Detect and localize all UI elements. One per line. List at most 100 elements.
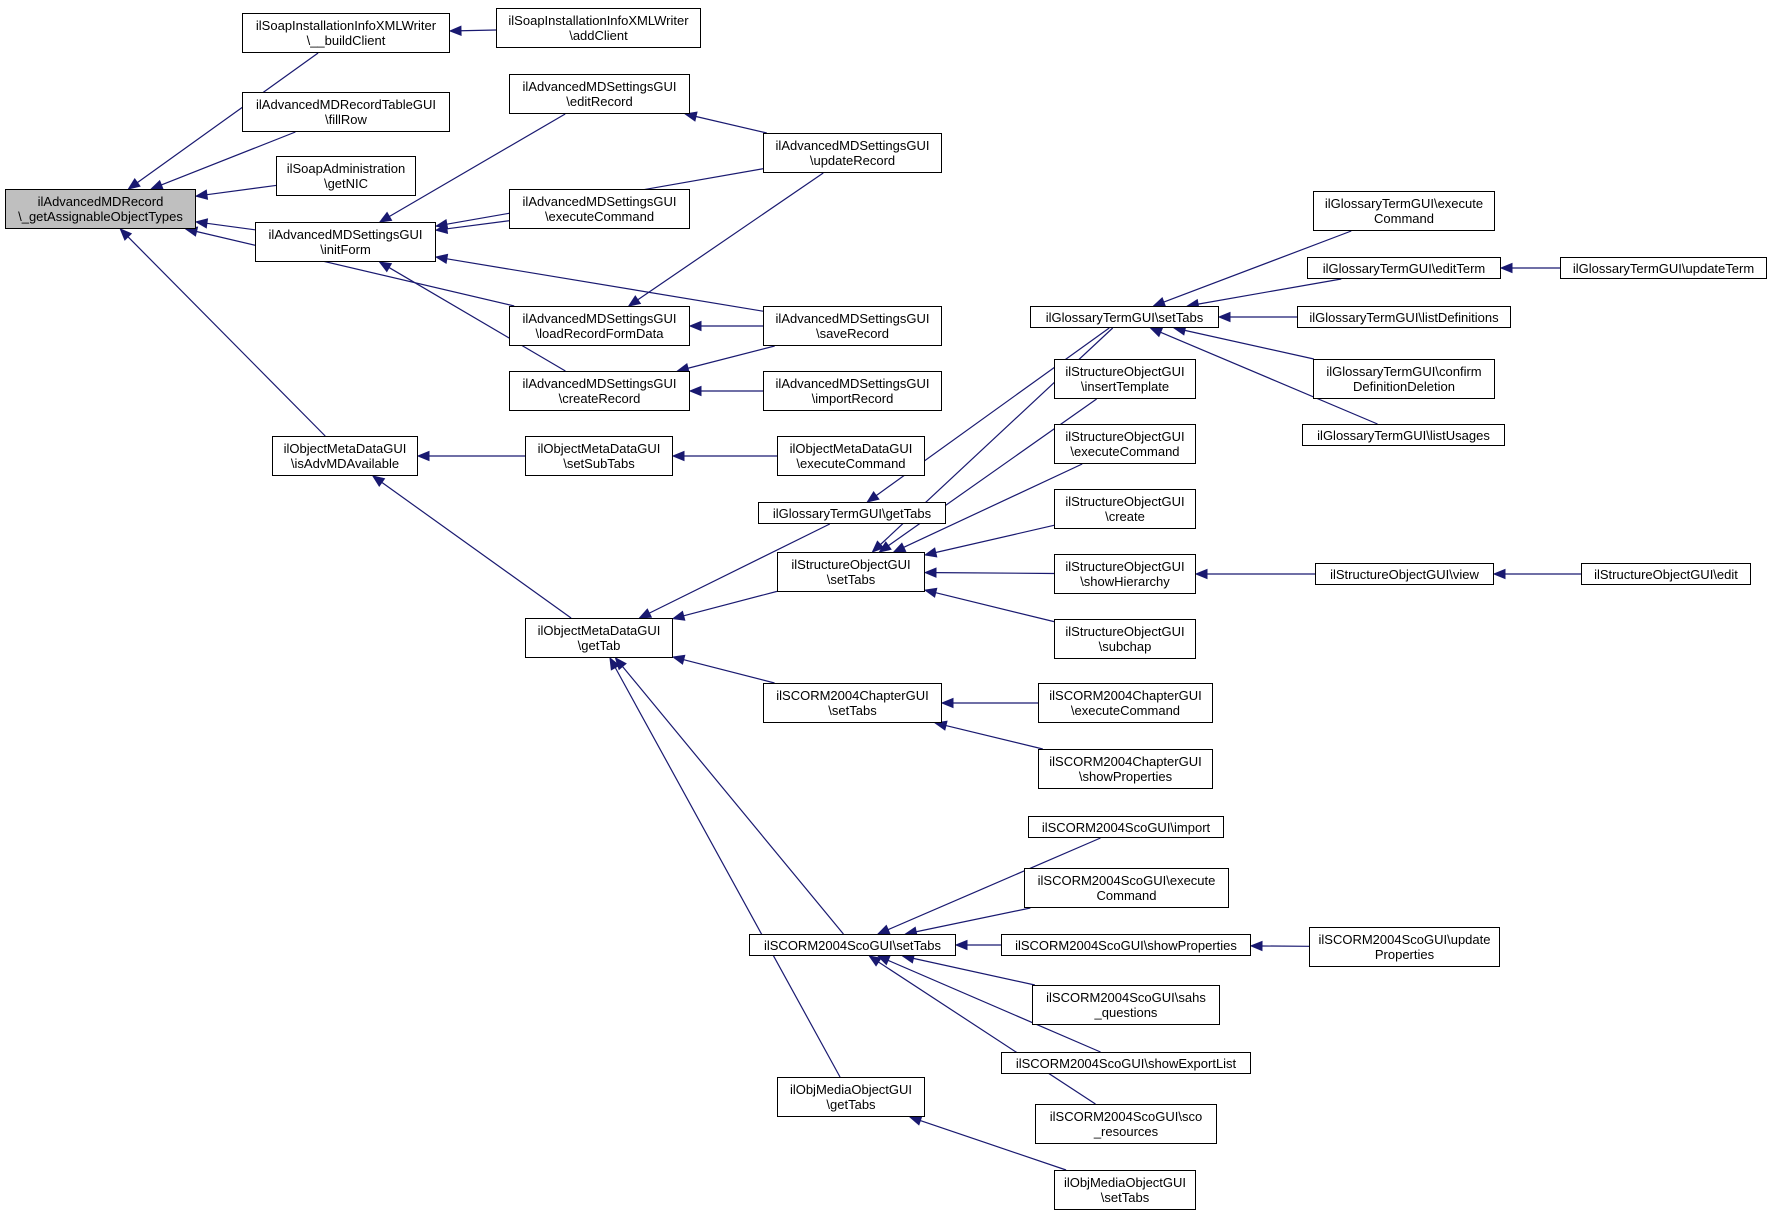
arrowhead-getTab <box>671 610 686 621</box>
node-mdsettings-initform[interactable]: ilAdvancedMDSettingsGUI \initForm <box>255 222 436 262</box>
node-label: ilGlossaryTermGUI\execute Command <box>1324 196 1484 226</box>
edge-scoImp-to-scoSet <box>887 837 1101 931</box>
edge-gtEdit-to-gtSet <box>1197 278 1342 305</box>
node-label: ilObjectMetaDataGUI \executeCommand <box>789 441 913 471</box>
node-glossaryterm-listdefinitions[interactable]: ilGlossaryTermGUI\listDefinitions <box>1297 306 1511 328</box>
node-scormchapter-executecommand[interactable]: ilSCORM2004ChapterGUI \executeCommand <box>1038 683 1213 723</box>
node-label: ilStructureObjectGUI\edit <box>1594 566 1738 582</box>
node-structureobject-inserttemplate[interactable]: ilStructureObjectGUI \insertTemplate <box>1054 359 1196 399</box>
arrowhead-getTab <box>609 656 621 671</box>
node-scormsco-showexportlist[interactable]: ilSCORM2004ScoGUI\showExportList <box>1001 1052 1251 1074</box>
edge-soSub-to-soSet <box>935 592 1055 623</box>
node-objmetadata-executecommand[interactable]: ilObjectMetaDataGUI \executeCommand <box>777 436 925 476</box>
node-label: ilGlossaryTermGUI\setTabs <box>1045 309 1204 325</box>
edge-editRec-to-initForm <box>389 113 566 217</box>
node-scormsco-sahsquestions[interactable]: ilSCORM2004ScoGUI\sahs _questions <box>1032 985 1220 1025</box>
node-label: ilAdvancedMDSettingsGUI \createRecord <box>522 376 677 406</box>
edge-fillRow-to-root <box>161 131 296 186</box>
node-label: ilSoapAdministration \getNIC <box>286 161 406 191</box>
edge-getTab-to-isAdv <box>381 481 572 619</box>
node-structureobject-executecommand[interactable]: ilStructureObjectGUI \executeCommand <box>1054 424 1196 464</box>
node-structureobject-showhierarchy[interactable]: ilStructureObjectGUI \showHierarchy <box>1054 554 1196 594</box>
edge-execCmd-to-initForm <box>446 220 510 230</box>
node-objmetadata-gettab[interactable]: ilObjectMetaDataGUI \getTab <box>525 618 673 658</box>
arrowhead-createRec <box>688 385 702 397</box>
node-label: ilAdvancedMDRecordTableGUI \fillRow <box>256 97 436 127</box>
node-glossaryterm-confirmdefinitiondeletion[interactable]: ilGlossaryTermGUI\confirm DefinitionDele… <box>1313 359 1495 399</box>
edge-getNIC-to-root <box>206 184 277 196</box>
node-label: ilObjMediaObjectGUI \getTabs <box>789 1082 913 1112</box>
arrowhead-getTab <box>638 608 653 619</box>
node-objmetadata-isadvmdavailable[interactable]: ilObjectMetaDataGUI \isAdvMDAvailable <box>272 436 418 476</box>
node-structureobject-subchap[interactable]: ilStructureObjectGUI \subchap <box>1054 619 1196 659</box>
arrowhead-soSet <box>923 567 937 578</box>
node-soap-addclient[interactable]: ilSoapInstallationInfoXMLWriter \addClie… <box>496 8 701 48</box>
node-mdsettings-editrecord[interactable]: ilAdvancedMDSettingsGUI \editRecord <box>509 74 690 114</box>
node-scormchapter-settabs[interactable]: ilSCORM2004ChapterGUI \setTabs <box>763 683 942 723</box>
node-glossaryterm-gettabs[interactable]: ilGlossaryTermGUI\getTabs <box>758 502 946 524</box>
arrowhead-initForm <box>378 211 393 223</box>
arrowhead-root <box>149 179 164 190</box>
edge-sBuild-to-root <box>136 52 319 184</box>
node-soapadmin-getnic[interactable]: ilSoapAdministration \getNIC <box>276 156 416 196</box>
node-label: ilGlossaryTermGUI\listDefinitions <box>1309 309 1499 325</box>
node-scormsco-showproperties[interactable]: ilSCORM2004ScoGUI\showProperties <box>1001 934 1251 956</box>
node-label: ilSCORM2004ScoGUI\setTabs <box>763 937 941 953</box>
node-objmetadata-setsubtabs[interactable]: ilObjectMetaDataGUI \setSubTabs <box>525 436 673 476</box>
node-glossaryterm-executecommand[interactable]: ilGlossaryTermGUI\execute Command <box>1313 191 1495 231</box>
arrowhead-loadRec <box>688 320 702 332</box>
node-mdsettings-executecommand[interactable]: ilAdvancedMDSettingsGUI \executeCommand <box>509 189 690 229</box>
node-soap-buildclient[interactable]: ilSoapInstallationInfoXMLWriter \__build… <box>242 13 450 53</box>
edge-moGet-to-getTab <box>614 667 841 1078</box>
node-scormchapter-showproperties[interactable]: ilSCORM2004ChapterGUI \showProperties <box>1038 749 1213 789</box>
arrowhead-gtSet <box>1217 311 1231 323</box>
node-scormsco-executecommand[interactable]: ilSCORM2004ScoGUI\execute Command <box>1024 868 1229 908</box>
node-recordtable-fillrow[interactable]: ilAdvancedMDRecordTableGUI \fillRow <box>242 92 450 132</box>
node-label: ilAdvancedMDSettingsGUI \importRecord <box>775 376 930 406</box>
node-label: ilSCORM2004ScoGUI\import <box>1041 819 1211 835</box>
node-scormsco-updateproperties[interactable]: ilSCORM2004ScoGUI\update Properties <box>1309 927 1500 967</box>
node-structureobject-settabs[interactable]: ilStructureObjectGUI \setTabs <box>777 552 925 592</box>
node-label: ilStructureObjectGUI \executeCommand <box>1065 429 1185 459</box>
node-label: ilSCORM2004ScoGUI\showExportList <box>1015 1055 1237 1071</box>
node-glossaryterm-updateterm[interactable]: ilGlossaryTermGUI\updateTerm <box>1560 257 1767 279</box>
node-glossaryterm-listusages[interactable]: ilGlossaryTermGUI\listUsages <box>1302 424 1505 446</box>
node-scormsco-scoresources[interactable]: ilSCORM2004ScoGUI\sco _resources <box>1035 1104 1217 1144</box>
node-label: ilGlossaryTermGUI\editTerm <box>1322 260 1486 276</box>
node-label: ilGlossaryTermGUI\updateTerm <box>1572 260 1755 276</box>
node-mdsettings-createrecord[interactable]: ilAdvancedMDSettingsGUI \createRecord <box>509 371 690 411</box>
node-label: ilSCORM2004ChapterGUI \executeCommand <box>1049 688 1202 718</box>
node-label: ilObjMediaObjectGUI \setTabs <box>1063 1175 1187 1205</box>
node-label: ilStructureObjectGUI \subchap <box>1065 624 1185 654</box>
node-mdsettings-importrecord[interactable]: ilAdvancedMDSettingsGUI \importRecord <box>763 371 942 411</box>
node-label: ilSoapInstallationInfoXMLWriter \addClie… <box>508 13 689 43</box>
arrowhead-scoSet <box>954 939 968 951</box>
node-mediaobject-gettabs[interactable]: ilObjMediaObjectGUI \getTabs <box>777 1077 925 1117</box>
edge-chShow-to-chSet <box>945 725 1043 750</box>
node-structureobject-create[interactable]: ilStructureObjectGUI \create <box>1054 489 1196 529</box>
node-scormsco-settabs[interactable]: ilSCORM2004ScoGUI\setTabs <box>749 934 956 956</box>
node-scormsco-import[interactable]: ilSCORM2004ScoGUI\import <box>1028 816 1224 838</box>
node-mdsettings-saverecord[interactable]: ilAdvancedMDSettingsGUI \saveRecord <box>763 306 942 346</box>
node-mdsettings-loadrecordformdata[interactable]: ilAdvancedMDSettingsGUI \loadRecordFormD… <box>509 306 690 346</box>
node-label: ilAdvancedMDSettingsGUI \executeCommand <box>522 194 677 224</box>
node-structureobject-edit[interactable]: ilStructureObjectGUI\edit <box>1581 563 1751 585</box>
arrowhead-scoShow <box>1249 940 1263 952</box>
node-glossaryterm-editterm[interactable]: ilGlossaryTermGUI\editTerm <box>1307 257 1501 279</box>
node-label: ilSCORM2004ScoGUI\update Properties <box>1318 932 1491 962</box>
edge-sAdd-to-sBuild <box>460 29 497 32</box>
node-label: ilStructureObjectGUI \setTabs <box>791 557 911 587</box>
node-mediaobject-settabs[interactable]: ilObjMediaObjectGUI \setTabs <box>1054 1170 1196 1210</box>
node-mdsettings-updaterecord[interactable]: ilAdvancedMDSettingsGUI \updateRecord <box>763 133 942 173</box>
arrowhead-root <box>194 189 209 200</box>
edge-scoSahs-to-scoSet <box>913 957 1035 986</box>
node-glossaryterm-settabs[interactable]: ilGlossaryTermGUI\setTabs <box>1030 306 1219 328</box>
node-structureobject-view[interactable]: ilStructureObjectGUI\view <box>1315 563 1494 585</box>
node-label: ilStructureObjectGUI \showHierarchy <box>1065 559 1185 589</box>
node-label: ilStructureObjectGUI \create <box>1065 494 1185 524</box>
arrowhead-chSet <box>940 697 954 709</box>
node-label: ilAdvancedMDRecord \_getAssignableObject… <box>18 194 183 224</box>
edge-gtExec-to-gtSet <box>1163 230 1352 303</box>
